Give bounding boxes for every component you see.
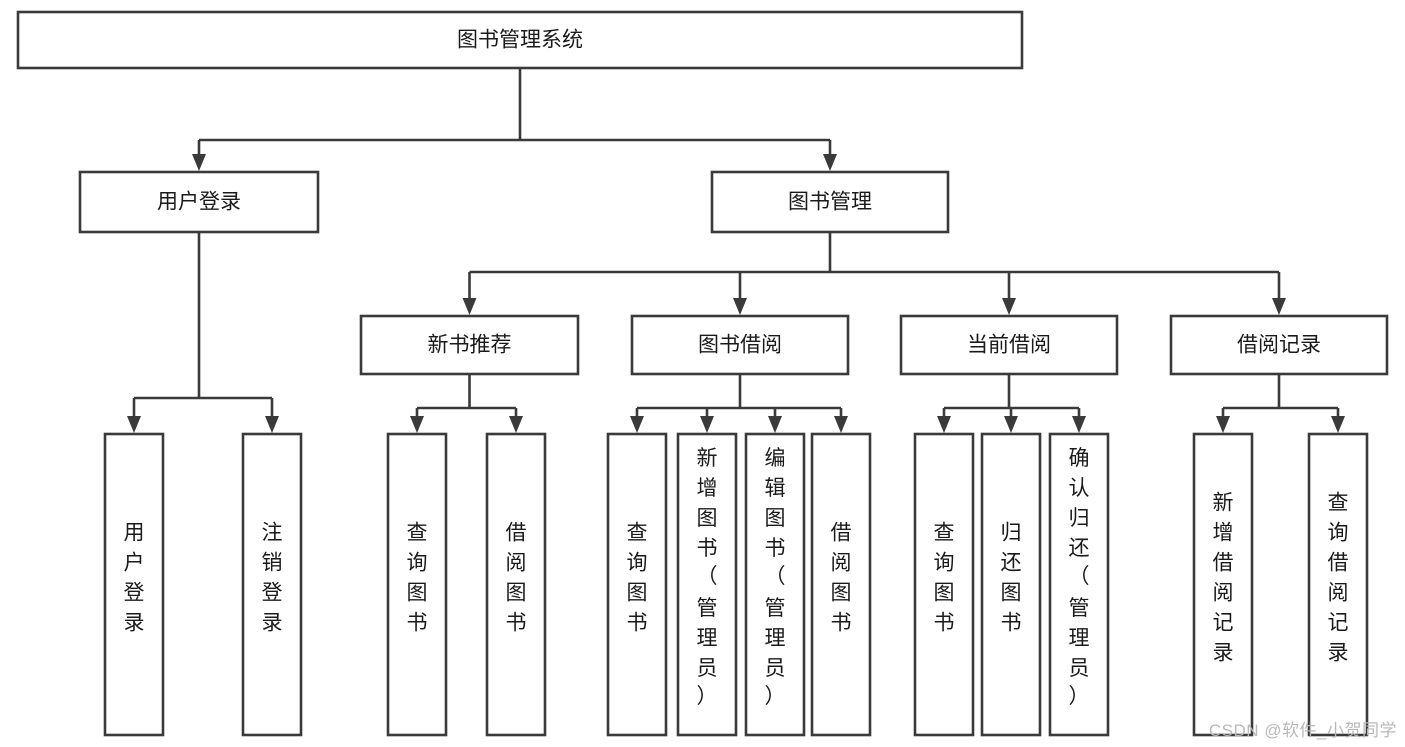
leaf-node-label: 查询图书: [407, 522, 428, 635]
arrow-head-icon: [1331, 416, 1345, 433]
arrow-head-icon: [937, 416, 951, 433]
leaf-node-label: 借阅图书: [506, 522, 527, 635]
arrow-head-icon: [768, 416, 782, 433]
leaf-node-rect[interactable]: [1192, 432, 1254, 737]
level2-node[interactable]: 图书管理: [710, 170, 950, 234]
leaf-node[interactable]: 注销登录: [241, 432, 303, 737]
leaf-node[interactable]: 新增图书（管理员）: [676, 432, 738, 737]
arrow-head-icon: [127, 416, 141, 433]
leaf-node-label: 新增图书（管理员）: [697, 447, 718, 708]
leaf-node-label: 用户登录: [124, 522, 145, 635]
leaf-node-rect[interactable]: [485, 432, 547, 737]
level3-node[interactable]: 新书推荐: [359, 314, 580, 376]
arrow-head-icon: [700, 416, 714, 433]
root-node-rect[interactable]: [16, 10, 1024, 70]
level3-node[interactable]: 当前借阅: [899, 314, 1119, 376]
arrow-head-icon: [733, 298, 747, 315]
level3-node[interactable]: 借阅记录: [1169, 314, 1389, 376]
leaf-node-label: 查询图书: [627, 522, 648, 635]
level3-node-label: 当前借阅: [967, 334, 1051, 357]
level2-node-rect[interactable]: [710, 170, 950, 234]
leaf-node-label: 确认归还（管理员）: [1069, 447, 1090, 708]
leaf-node-rect[interactable]: [103, 432, 165, 737]
root-node-label: 图书管理系统: [457, 29, 583, 52]
arrow-head-icon: [265, 416, 279, 433]
leaf-node-rect[interactable]: [1048, 432, 1110, 737]
leaf-node-rect[interactable]: [241, 432, 303, 737]
leaf-node-label: 借阅图书: [831, 522, 852, 635]
arrow-head-icon: [1072, 416, 1086, 433]
leaf-node-rect[interactable]: [744, 432, 806, 737]
nodes-layer: 图书管理系统用户登录用户登录注销登录图书管理新书推荐查询图书借阅图书图书借阅查询…: [16, 10, 1389, 737]
leaf-node-rect[interactable]: [606, 432, 668, 737]
leaf-node[interactable]: 用户登录: [103, 432, 165, 737]
level3-node-rect[interactable]: [630, 314, 850, 376]
leaf-node-rect[interactable]: [676, 432, 738, 737]
arrow-head-icon: [1272, 298, 1286, 315]
leaf-node[interactable]: 归还图书: [980, 432, 1042, 737]
leaf-node[interactable]: 确认归还（管理员）: [1048, 432, 1110, 737]
level3-node-label: 图书借阅: [698, 334, 782, 357]
leaf-node-label: 注销登录: [262, 522, 283, 635]
leaf-node-label: 编辑图书（管理员）: [765, 447, 786, 708]
arrow-head-icon: [834, 416, 848, 433]
level2-node[interactable]: 用户登录: [78, 170, 320, 234]
level3-node-rect[interactable]: [359, 314, 580, 376]
level3-node[interactable]: 图书借阅: [630, 314, 850, 376]
leaf-node[interactable]: 查询借阅记录: [1307, 432, 1369, 737]
leaf-node[interactable]: 借阅图书: [485, 432, 547, 737]
leaf-node[interactable]: 新增借阅记录: [1192, 432, 1254, 737]
level2-node-label: 图书管理: [788, 191, 872, 214]
arrow-head-icon: [1004, 416, 1018, 433]
leaf-node[interactable]: 查询图书: [913, 432, 975, 737]
leaf-node-rect[interactable]: [913, 432, 975, 737]
arrow-head-icon: [630, 416, 644, 433]
level3-node-label: 借阅记录: [1237, 334, 1321, 357]
watermark-text: CSDN @软件_小贺同学: [1208, 721, 1397, 740]
arrow-head-icon: [823, 154, 837, 171]
leaf-node-rect[interactable]: [980, 432, 1042, 737]
leaf-node[interactable]: 查询图书: [386, 432, 448, 737]
level2-node-rect[interactable]: [78, 170, 320, 234]
leaf-node[interactable]: 借阅图书: [810, 432, 872, 737]
root-node[interactable]: 图书管理系统: [16, 10, 1024, 70]
leaf-node-label: 查询借阅记录: [1328, 492, 1349, 665]
leaf-node[interactable]: 编辑图书（管理员）: [744, 432, 806, 737]
leaf-node-label: 归还图书: [1001, 522, 1022, 635]
arrow-head-icon: [410, 416, 424, 433]
arrow-head-icon: [462, 298, 477, 315]
leaf-node[interactable]: 查询图书: [606, 432, 668, 737]
leaf-node-label: 新增借阅记录: [1213, 492, 1234, 665]
leaf-node-rect[interactable]: [1307, 432, 1369, 737]
level3-node-rect[interactable]: [899, 314, 1119, 376]
arrow-head-icon: [1216, 416, 1230, 433]
arrow-head-icon: [1002, 298, 1016, 315]
leaf-node-label: 查询图书: [934, 522, 955, 635]
level2-node-label: 用户登录: [157, 191, 241, 214]
level3-node-label: 新书推荐: [428, 334, 512, 357]
level3-node-rect[interactable]: [1169, 314, 1389, 376]
arrow-head-icon: [192, 154, 206, 171]
leaf-node-rect[interactable]: [810, 432, 872, 737]
arrow-head-icon: [509, 416, 523, 433]
connectors-layer: [127, 68, 1345, 433]
leaf-node-rect[interactable]: [386, 432, 448, 737]
